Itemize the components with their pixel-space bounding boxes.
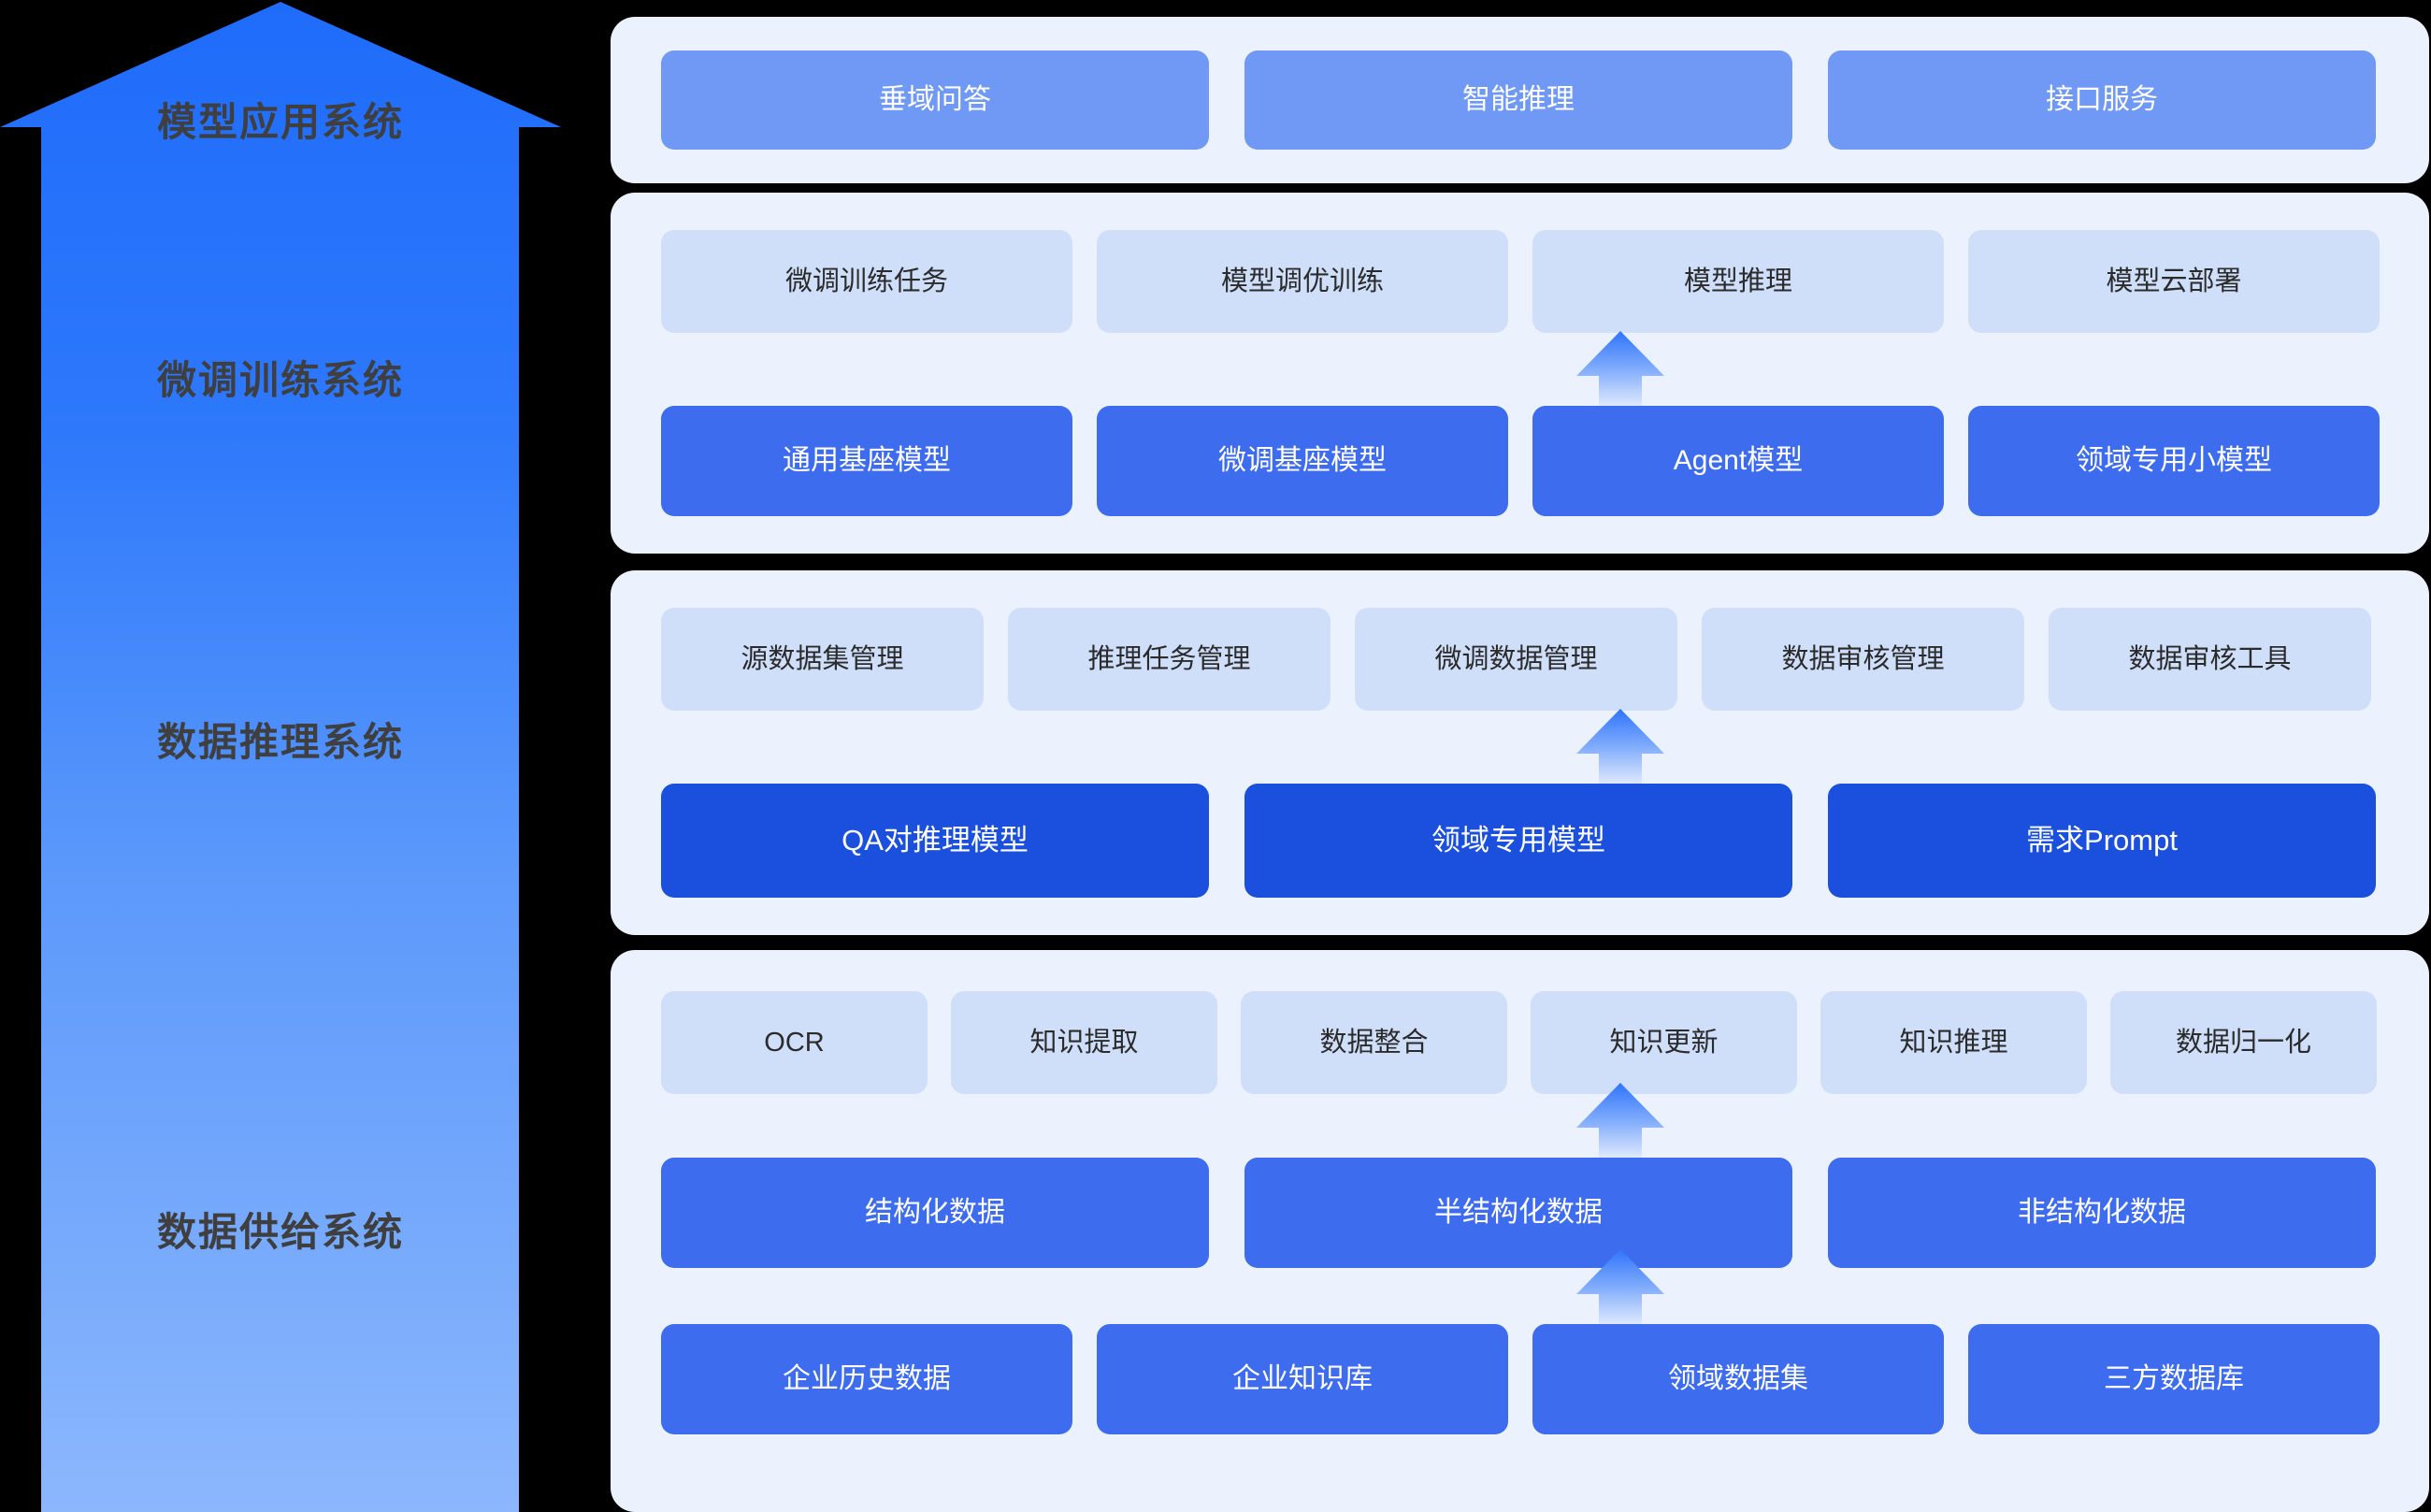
row-data-structure-types: 结构化数据 半结构化数据 非结构化数据: [661, 1158, 2379, 1268]
card-semi-structured-data[interactable]: 半结构化数据: [1244, 1158, 1792, 1268]
card-unstructured-data[interactable]: 非结构化数据: [1828, 1158, 2376, 1268]
system-hierarchy-arrow: 模型应用系统 微调训练系统 数据推理系统 数据供给系统: [0, 0, 598, 1512]
gap: [1792, 50, 1828, 150]
gap: [1792, 784, 1828, 898]
card-knowledge-reasoning[interactable]: 知识推理: [1820, 991, 2087, 1094]
flow-arrow-data-supply-upper: [1576, 1083, 1664, 1161]
gap: [1217, 991, 1241, 1094]
panel-data-inference-system: 源数据集管理 推理任务管理 微调数据管理 数据审核管理 数据审核工具: [611, 570, 2429, 935]
card-domain-specific-model[interactable]: 领域专用模型: [1244, 784, 1792, 898]
card-interface-service[interactable]: 接口服务: [1828, 50, 2376, 150]
row-inference-models: QA对推理模型 领域专用模型 需求Prompt: [661, 784, 2379, 898]
row-application-services: 垂域问答 智能推理 接口服务: [661, 50, 2379, 150]
card-structured-data[interactable]: 结构化数据: [661, 1158, 1209, 1268]
gap: [984, 608, 1008, 711]
gap: [1944, 1324, 1968, 1434]
panel-stack: 垂域问答 智能推理 接口服务 微调训练任务 模型调优训练 模型推理 模型云部署: [611, 0, 2431, 1512]
card-requirement-prompt[interactable]: 需求Prompt: [1828, 784, 2376, 898]
card-model-tuning-training[interactable]: 模型调优训练: [1097, 230, 1508, 333]
gap: [1508, 406, 1532, 516]
gap: [1072, 406, 1097, 516]
gap: [1507, 991, 1531, 1094]
gap: [2024, 608, 2049, 711]
gap: [1792, 1158, 1828, 1268]
gap: [1072, 230, 1097, 333]
card-qa-pair-inference-model[interactable]: QA对推理模型: [661, 784, 1209, 898]
card-finetuned-base-model[interactable]: 微调基座模型: [1097, 406, 1508, 516]
card-data-audit-management[interactable]: 数据审核管理: [1702, 608, 2024, 711]
arrow-label-data-supply: 数据供给系统: [156, 1210, 404, 1254]
arrow-label-data-inference: 数据推理系统: [156, 720, 404, 764]
row-data-management: 源数据集管理 推理任务管理 微调数据管理 数据审核管理 数据审核工具: [661, 608, 2379, 711]
card-knowledge-update[interactable]: 知识更新: [1531, 991, 1797, 1094]
card-fine-tune-training-task[interactable]: 微调训练任务: [661, 230, 1072, 333]
card-agent-model[interactable]: Agent模型: [1532, 406, 1944, 516]
gap: [1797, 991, 1820, 1094]
card-finetune-data-management[interactable]: 微调数据管理: [1355, 608, 1677, 711]
card-knowledge-extraction[interactable]: 知识提取: [951, 991, 1217, 1094]
card-domain-dataset[interactable]: 领域数据集: [1532, 1324, 1944, 1434]
card-intelligent-reasoning[interactable]: 智能推理: [1244, 50, 1792, 150]
gap: [1677, 608, 1702, 711]
flow-arrow-data-inference: [1576, 709, 1664, 787]
card-enterprise-historical-data[interactable]: 企业历史数据: [661, 1324, 1072, 1434]
card-source-dataset-management[interactable]: 源数据集管理: [661, 608, 984, 711]
gap: [928, 991, 951, 1094]
card-data-integration[interactable]: 数据整合: [1241, 991, 1507, 1094]
gap: [1209, 1158, 1244, 1268]
gap: [1072, 1324, 1097, 1434]
gap: [1331, 608, 1355, 711]
card-domain-small-model[interactable]: 领域专用小模型: [1968, 406, 2380, 516]
gap: [1209, 784, 1244, 898]
panel-fine-tuning-training-system: 微调训练任务 模型调优训练 模型推理 模型云部署: [611, 193, 2429, 554]
gap: [1944, 230, 1968, 333]
gap: [1508, 1324, 1532, 1434]
up-arrow-icon: [1576, 709, 1664, 787]
card-ocr[interactable]: OCR: [661, 991, 928, 1094]
card-inference-task-management[interactable]: 推理任务管理: [1008, 608, 1331, 711]
card-model-cloud-deploy[interactable]: 模型云部署: [1968, 230, 2380, 333]
row-base-models: 通用基座模型 微调基座模型 Agent模型 领域专用小模型: [661, 406, 2380, 516]
up-arrow-icon: [1576, 331, 1664, 410]
card-data-normalization[interactable]: 数据归一化: [2110, 991, 2377, 1094]
card-enterprise-knowledge-base[interactable]: 企业知识库: [1097, 1324, 1508, 1434]
panel-model-application-system: 垂域问答 智能推理 接口服务: [611, 17, 2429, 183]
row-data-sources: 企业历史数据 企业知识库 领域数据集 三方数据库: [661, 1324, 2380, 1434]
card-vertical-domain-qa[interactable]: 垂域问答: [661, 50, 1209, 150]
card-general-base-model[interactable]: 通用基座模型: [661, 406, 1072, 516]
flow-arrow-fine-tuning: [1576, 331, 1664, 410]
card-data-audit-tool[interactable]: 数据审核工具: [2049, 608, 2371, 711]
row-training-tasks: 微调训练任务 模型调优训练 模型推理 模型云部署: [661, 230, 2380, 333]
gap: [1508, 230, 1532, 333]
panel-data-supply-system: OCR 知识提取 数据整合 知识更新 知识推理 数据归一化: [611, 950, 2429, 1512]
card-model-inference[interactable]: 模型推理: [1532, 230, 1944, 333]
big-arrow-icon: [0, 2, 561, 1512]
card-third-party-database[interactable]: 三方数据库: [1968, 1324, 2380, 1434]
gap: [1209, 50, 1244, 150]
up-arrow-icon: [1576, 1083, 1664, 1161]
arrow-label-fine-tuning: 微调训练系统: [156, 358, 404, 402]
arrow-label-model-application: 模型应用系统: [156, 100, 404, 144]
gap: [1944, 406, 1968, 516]
gap: [2087, 991, 2110, 1094]
row-knowledge-processing: OCR 知识提取 数据整合 知识更新 知识推理 数据归一化: [661, 991, 2379, 1094]
